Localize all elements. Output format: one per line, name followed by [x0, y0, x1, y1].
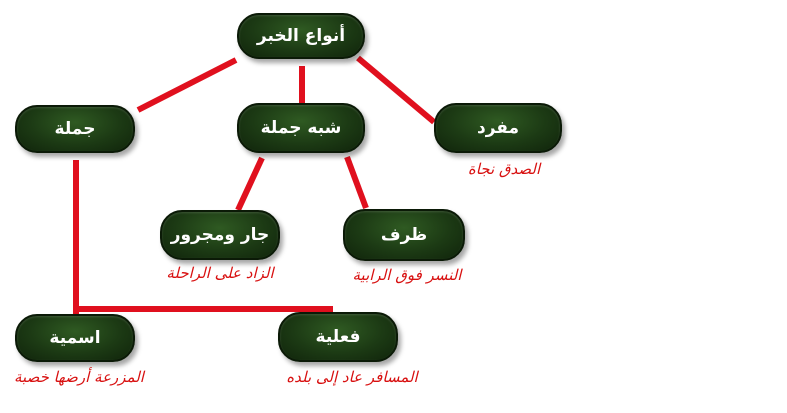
- line-shibh-dharf: [344, 155, 369, 210]
- example-fiiliyya: المسافر عاد إلى بلده: [286, 368, 418, 386]
- line-root-jumla: [136, 57, 238, 113]
- line-shibh-jar: [235, 156, 265, 212]
- example-jar-majrur: الزاد على الراحلة: [166, 264, 274, 282]
- example-mufrad: الصدق نجاة: [467, 160, 541, 178]
- node-shibh-jumla: شبه جملة: [237, 103, 365, 153]
- example-ismiyya: المزرعة أرضها خصبة: [14, 368, 144, 386]
- node-fiiliyya: فعلية: [278, 312, 398, 362]
- node-dharf: ظرف: [343, 209, 465, 261]
- line-root-mufrad: [356, 55, 436, 125]
- node-jumla: جملة: [15, 105, 135, 153]
- node-root: أنواع الخبر: [237, 13, 365, 59]
- example-dharf: النسر فوق الرابية: [352, 266, 462, 284]
- node-ismiyya: اسمية: [15, 314, 135, 362]
- node-mufrad: مفرد: [434, 103, 562, 153]
- node-jar-majrur: جار ومجرور: [160, 210, 280, 260]
